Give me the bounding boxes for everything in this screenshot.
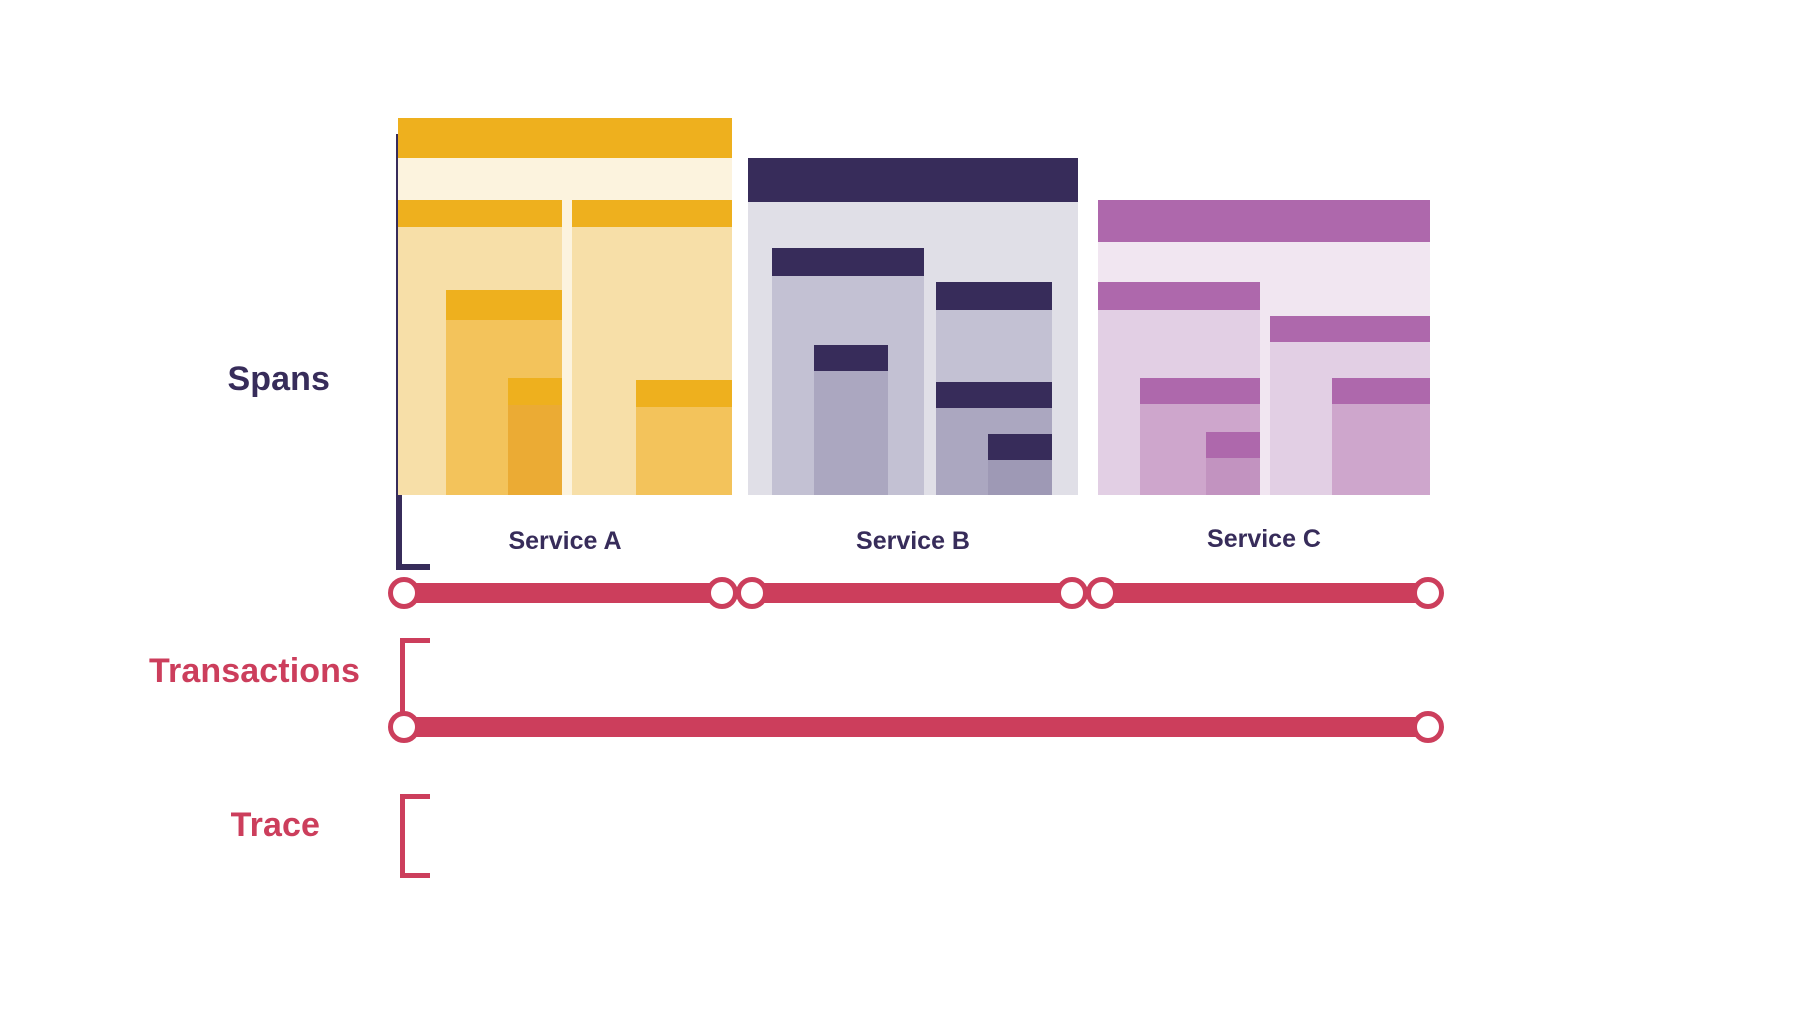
trace-span-end-dot[interactable] bbox=[1412, 711, 1444, 743]
span-c-2-header bbox=[1270, 316, 1430, 342]
span-b-1-1-body bbox=[814, 371, 888, 495]
spans-row-label: Spans bbox=[227, 360, 330, 398]
transaction-service-a-end-dot[interactable] bbox=[706, 577, 738, 609]
span-c-1-1-1-header bbox=[1206, 432, 1260, 458]
span-c-1-1-1-body bbox=[1206, 458, 1260, 495]
span-a-2-1-body bbox=[636, 407, 732, 495]
caption-service-b: Service B bbox=[856, 527, 970, 555]
span-a-2-header bbox=[572, 200, 732, 227]
span-a-1-1-1-header bbox=[508, 378, 562, 405]
trace-bracket bbox=[400, 794, 430, 878]
transaction-service-b-end-dot[interactable] bbox=[1056, 577, 1088, 609]
trace-span-bar[interactable] bbox=[400, 717, 1432, 737]
span-c-1-1-header bbox=[1140, 378, 1260, 404]
span-c-2-1-header bbox=[1332, 378, 1430, 404]
caption-service-a: Service A bbox=[508, 527, 622, 555]
transaction-service-a-bar[interactable] bbox=[400, 583, 728, 603]
span-b-1-header bbox=[772, 248, 924, 276]
span-b-1-1[interactable] bbox=[814, 345, 888, 495]
span-b-2-1-header bbox=[936, 382, 1052, 408]
trace-span-start-dot[interactable] bbox=[388, 711, 420, 743]
span-c-2-1-body bbox=[1332, 404, 1430, 495]
span-c-1-header bbox=[1098, 282, 1260, 310]
span-c-root-header bbox=[1098, 200, 1430, 242]
caption-service-c: Service C bbox=[1207, 525, 1321, 553]
span-b-2-header bbox=[936, 282, 1052, 310]
span-a-1-1-1-body bbox=[508, 405, 562, 495]
span-a-2-1-header bbox=[636, 380, 732, 407]
transaction-service-c-end-dot[interactable] bbox=[1412, 577, 1444, 609]
span-b-1-1-header bbox=[814, 345, 888, 371]
span-b-2-1-1[interactable] bbox=[988, 434, 1052, 495]
transaction-service-c-bar[interactable] bbox=[1098, 583, 1432, 603]
transactions-row-label: Transactions bbox=[149, 652, 360, 690]
transaction-service-b-bar[interactable] bbox=[748, 583, 1076, 603]
transaction-service-a-start-dot[interactable] bbox=[388, 577, 420, 609]
span-a-root-header bbox=[398, 118, 732, 158]
span-b-root-header bbox=[748, 158, 1078, 202]
transaction-service-b-start-dot[interactable] bbox=[736, 577, 768, 609]
trace-row-label: Trace bbox=[230, 806, 320, 844]
span-b-2-1-1-header bbox=[988, 434, 1052, 460]
span-a-1-1-1[interactable] bbox=[508, 378, 562, 495]
span-c-2-1[interactable] bbox=[1332, 378, 1430, 495]
span-b-2-1-1-body bbox=[988, 460, 1052, 495]
transaction-service-c-start-dot[interactable] bbox=[1086, 577, 1118, 609]
span-a-2-1[interactable] bbox=[636, 380, 732, 495]
span-a-1-1-header bbox=[446, 290, 562, 320]
span-a-1-header bbox=[398, 200, 562, 227]
span-c-1-1-1[interactable] bbox=[1206, 432, 1260, 495]
